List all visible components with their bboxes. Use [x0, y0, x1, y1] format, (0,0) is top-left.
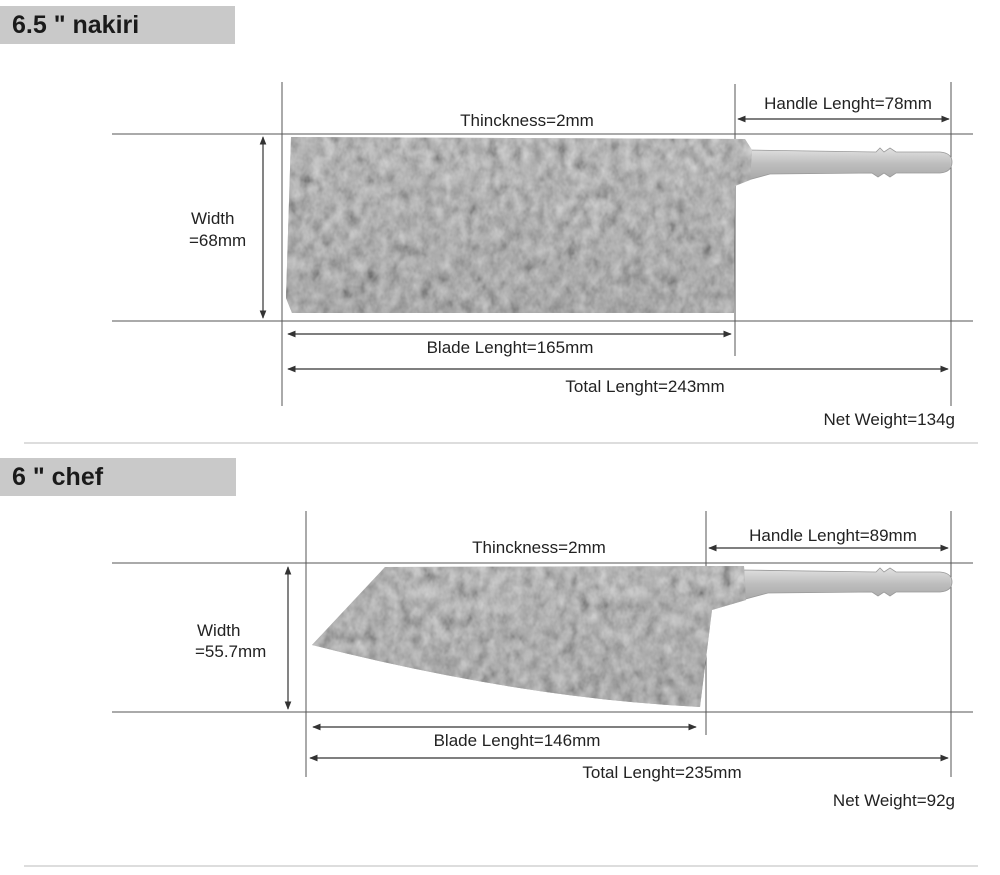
chef-weight-label: Net Weight=92g [833, 791, 955, 810]
chef-width-value: =55.7mm [195, 642, 266, 661]
nakiri-blade-pattern [286, 137, 752, 313]
chef-blade-label: Blade Lenght=146mm [434, 731, 601, 750]
chef-tang [741, 567, 953, 601]
nakiri-total-label: Total Lenght=243mm [565, 377, 724, 396]
chef-handle-label: Handle Lenght=89mm [749, 526, 917, 545]
nakiri-width-label: Width [191, 209, 234, 228]
nakiri-handle-label: Handle Lenght=78mm [764, 94, 932, 113]
nakiri-width-value: =68mm [189, 231, 246, 250]
nakiri-blade-label: Blade Lenght=165mm [427, 338, 594, 357]
nakiri-weight-label: Net Weight=134g [823, 410, 955, 429]
chef-blade-pattern [312, 566, 746, 707]
nakiri-tang [747, 147, 953, 181]
chef-diagram: Thinckness=2mm Handle Lenght=89mm Width … [112, 511, 973, 810]
chef-header: 6 " chef [0, 458, 236, 496]
nakiri-thickness-label: Thinckness=2mm [460, 111, 594, 130]
nakiri-header: 6.5 " nakiri [0, 6, 235, 44]
nakiri-diagram: Thinckness=2mm Handle Lenght=78mm Width … [112, 82, 973, 429]
chef-width-label: Width [197, 621, 240, 640]
chef-thickness-label: Thinckness=2mm [472, 538, 606, 557]
chef-total-label: Total Lenght=235mm [582, 763, 741, 782]
